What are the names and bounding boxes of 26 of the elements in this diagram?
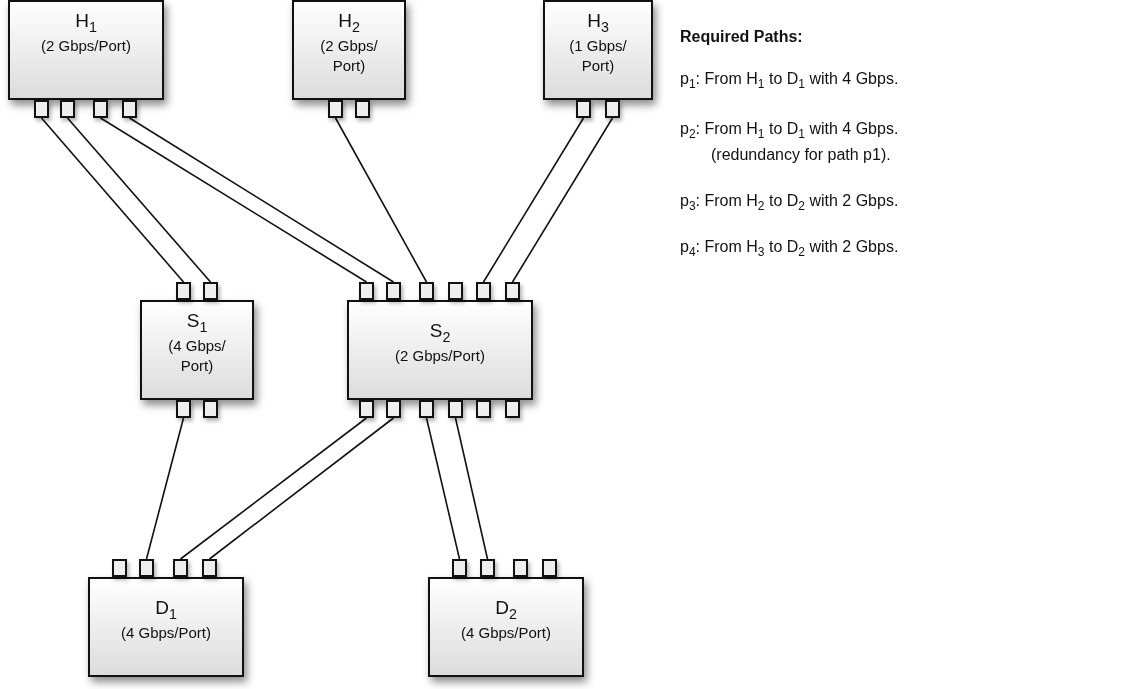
link-line (99, 117, 368, 283)
port-speed: (2 Gbps/Port) (395, 346, 485, 366)
link-line (179, 417, 368, 560)
link-line (66, 117, 212, 283)
port-speed: (2 Gbps/Port) (41, 36, 131, 56)
port-speed: (4 Gbps/Port) (121, 623, 211, 643)
section-heading: Required Paths: (680, 28, 803, 46)
path-requirement: p$_{1}$: From H$_{1}$ to D$_{1}$ with 4 Gbps. (680, 70, 899, 88)
device-name: S$_{2}$ (429, 320, 451, 342)
port-speed: (1 Gbps/ Port) (568, 36, 628, 76)
port-speed: (4 Gbps/ Port) (167, 336, 227, 376)
path-requirement: p$_{2}$: From H$_{1}$ to D$_{1}$ with 4 Gbps. (680, 120, 899, 138)
device-name: S$_{1}$ (186, 310, 208, 332)
port-speed: (2 Gbps/ Port) (319, 36, 379, 76)
link-line (40, 117, 185, 283)
link-line (208, 417, 395, 560)
device-name: H$_{1}$ (75, 10, 97, 32)
device-name: H$_{2}$ (338, 10, 360, 32)
port-speed: (4 Gbps/Port) (461, 623, 551, 643)
path-requirement: p$_{4}$: From H$_{3}$ to D$_{2}$ with 2 Gbps. (680, 238, 899, 256)
device-name: H$_{3}$ (587, 10, 609, 32)
link-line (128, 117, 395, 283)
device-name: D$_{1}$ (155, 597, 177, 619)
path-requirement: p$_{3}$: From H$_{2}$ to D$_{2}$ with 2 Gbps. (680, 192, 899, 210)
device-name: D$_{2}$ (495, 597, 517, 619)
path-requirement: (redundancy for path p1). (711, 146, 891, 164)
